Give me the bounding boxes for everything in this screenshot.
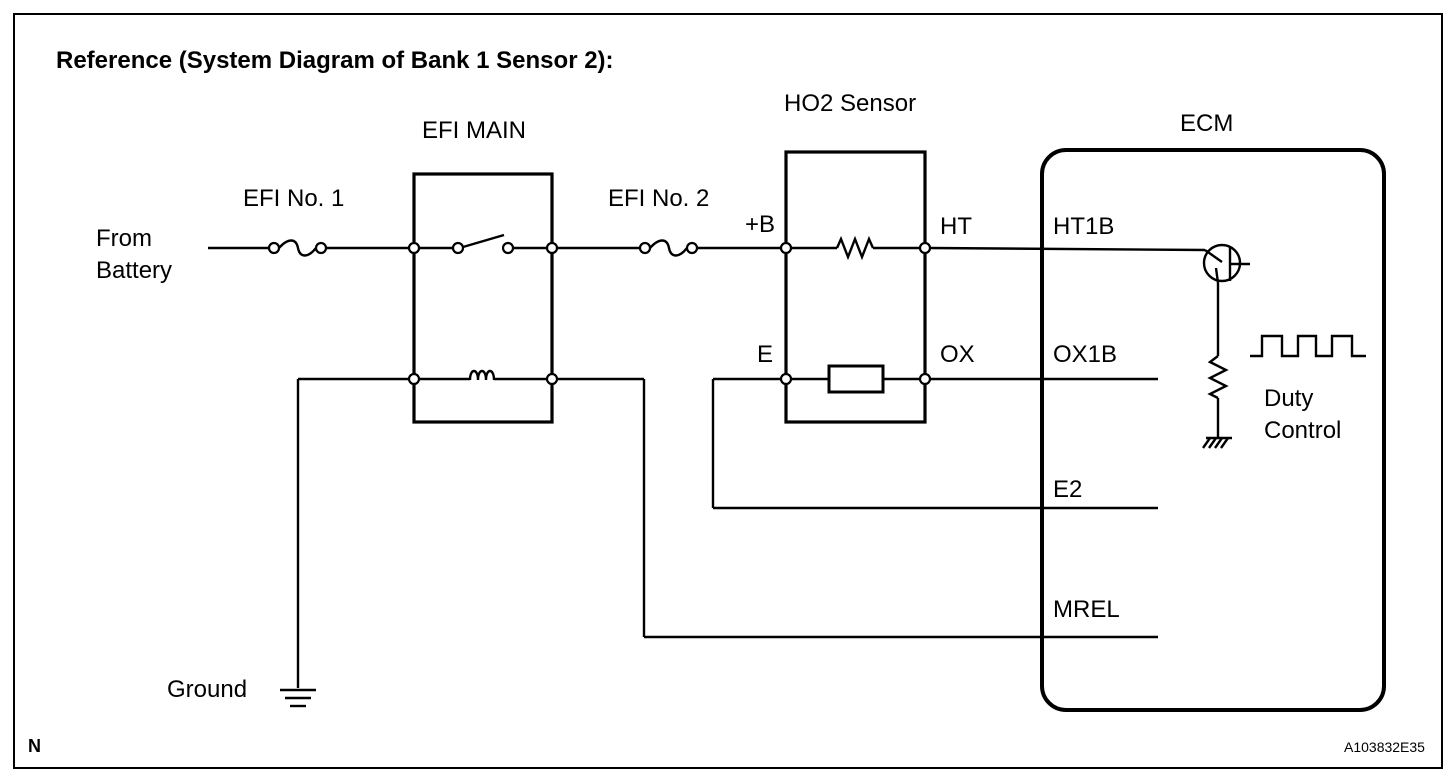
sensor-terminal	[779, 372, 793, 386]
ht1b-wire	[929, 246, 1206, 252]
efi-main-label: EFI MAIN	[422, 117, 526, 144]
sensor-terminal	[918, 241, 932, 255]
diagram-frame	[13, 13, 1443, 769]
relay-terminal	[407, 372, 421, 386]
transistor-icon	[1202, 243, 1250, 284]
efi-no2-label: EFI No. 2	[608, 185, 709, 212]
duty-control-label-2: Control	[1264, 417, 1341, 444]
sensor-element-icon	[786, 364, 925, 394]
plus-b-terminal-label: +B	[745, 211, 775, 238]
ht-terminal-label: HT	[940, 213, 972, 240]
ho2-sensor-label: HO2 Sensor	[784, 90, 916, 117]
efi-main-relay-box	[412, 172, 554, 424]
diagram-title: Reference (System Diagram of Bank 1 Sens…	[56, 47, 614, 74]
ground-icon	[1202, 436, 1232, 449]
fuse-icon	[638, 239, 699, 257]
ox1b-pin-label: OX1B	[1053, 341, 1117, 368]
resistor-icon	[786, 235, 925, 261]
e2-pin-label: E2	[1053, 476, 1082, 503]
from-battery-label: From	[96, 225, 152, 252]
relay-terminal	[545, 372, 559, 386]
figure-code: A103832E35	[1344, 739, 1425, 755]
relay-terminal	[545, 241, 559, 255]
e2-wire	[711, 377, 1158, 510]
relay-switch-icon	[414, 233, 552, 255]
ecm-box	[1040, 148, 1386, 712]
ground-icon	[280, 688, 316, 708]
e-terminal-label: E	[757, 341, 773, 368]
ox-terminal-label: OX	[940, 341, 975, 368]
resistor-icon	[1207, 283, 1229, 438]
ho2-sensor-box	[784, 150, 927, 424]
square-wave-icon	[1250, 334, 1366, 358]
ht1b-pin-label: HT1B	[1053, 213, 1114, 240]
duty-control-label: Duty	[1264, 385, 1313, 412]
ecm-label: ECM	[1180, 110, 1233, 137]
ground-label: Ground	[167, 676, 247, 703]
mrel-pin-label: MREL	[1053, 596, 1120, 623]
sensor-terminal	[779, 241, 793, 255]
footer-left-mark: N	[28, 736, 41, 756]
fuse-icon	[267, 239, 328, 257]
mrel-wire	[557, 377, 1158, 639]
from-battery-label-2: Battery	[96, 257, 172, 284]
relay-coil-icon	[414, 369, 552, 381]
sensor-terminal	[918, 372, 932, 386]
relay-terminal	[407, 241, 421, 255]
ground-wire	[296, 377, 409, 688]
efi-no1-label: EFI No. 1	[243, 185, 344, 212]
